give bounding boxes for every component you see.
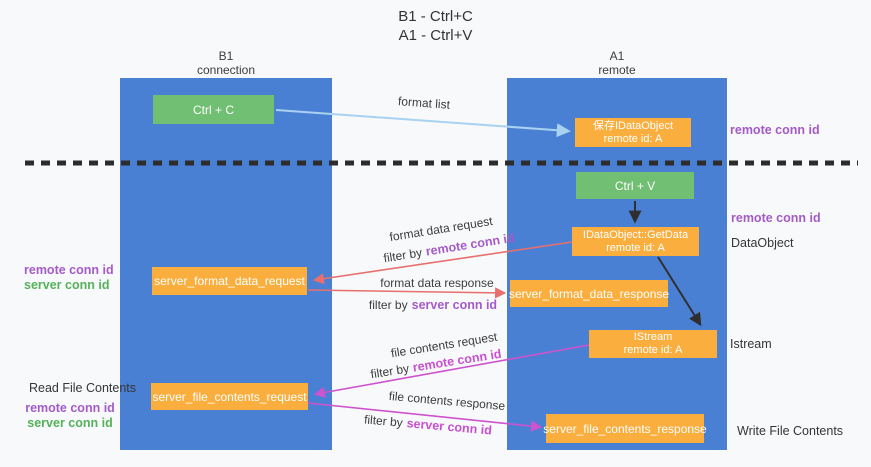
arrow-label-format-data-response: format data response bbox=[380, 276, 494, 290]
title-line-1: B1 - Ctrl+C bbox=[398, 8, 473, 25]
node-server-file-contents-request: server_file_contents_request bbox=[151, 383, 308, 410]
title-line-2: A1 - Ctrl+V bbox=[398, 27, 473, 44]
side-label-remote-conn-id-top: remote conn id bbox=[730, 123, 820, 137]
lane-header-a1: A1 remote bbox=[507, 49, 727, 77]
lane-a1-role: remote bbox=[598, 63, 636, 77]
side-label-istream: Istream bbox=[730, 337, 772, 351]
node-save-idataobject-line1: 保存IDataObject bbox=[592, 119, 674, 132]
node-server-file-contents-response-label: server_file_contents_response bbox=[543, 421, 707, 436]
node-istream: IStream remote id: A bbox=[589, 330, 717, 358]
node-ctrl-c-label: Ctrl + C bbox=[192, 102, 234, 117]
node-server-file-contents-request-label: server_file_contents_request bbox=[152, 389, 307, 404]
filter-prefix: filter by bbox=[363, 412, 404, 430]
filter-prefix: filter by bbox=[369, 361, 410, 382]
lane-header-b1: B1 connection bbox=[120, 49, 332, 77]
node-server-file-contents-response: server_file_contents_response bbox=[543, 414, 707, 443]
side-label-remote-conn-id-left: remote conn id bbox=[24, 263, 114, 277]
filter-prefix: filter by bbox=[368, 298, 408, 312]
side-label-write-file-contents: Write File Contents bbox=[737, 424, 844, 438]
lane-b1-name: B1 bbox=[218, 49, 234, 63]
arrow-label-file-contents-response: file contents response bbox=[388, 388, 506, 414]
node-idataobject-getdata-line2: remote id: A bbox=[606, 241, 665, 254]
side-label-remote-conn-id-left2: remote conn id bbox=[25, 401, 115, 415]
side-label-remote-conn-id-mid: remote conn id bbox=[731, 211, 821, 225]
node-server-format-data-response: server_format_data_response bbox=[508, 280, 670, 307]
side-label-conn-ids-format: remote conn id server conn id bbox=[24, 263, 114, 293]
side-label-dataobject: DataObject bbox=[731, 236, 794, 250]
arrow-label-format-list: format list bbox=[397, 94, 451, 112]
node-ctrl-v-label: Ctrl + V bbox=[614, 178, 656, 193]
node-idataobject-getdata-line1: IDataObject::GetData bbox=[582, 228, 689, 241]
filter-prefix: filter by bbox=[382, 245, 423, 266]
side-label-server-conn-id-left2: server conn id bbox=[27, 416, 113, 430]
node-istream-line1: IStream bbox=[633, 331, 673, 343]
filter-key-server-conn-id: server conn id bbox=[406, 416, 493, 438]
node-server-format-data-request-label: server_format_data_request bbox=[154, 274, 305, 288]
lane-b1-role: connection bbox=[196, 63, 256, 77]
side-label-server-conn-id-left: server conn id bbox=[24, 278, 110, 292]
node-save-idataobject-line2: remote id: A bbox=[603, 132, 663, 145]
node-server-format-data-response-label: server_format_data_response bbox=[508, 286, 670, 301]
node-server-format-data-request: server_format_data_request bbox=[152, 267, 307, 295]
node-istream-line2: remote id: A bbox=[623, 344, 683, 356]
node-save-idataobject: 保存IDataObject remote id: A bbox=[575, 118, 691, 147]
node-idataobject-getdata: IDataObject::GetData remote id: A bbox=[572, 227, 699, 256]
node-ctrl-c: Ctrl + C bbox=[153, 95, 274, 124]
diagram-title: B1 - Ctrl+C A1 - Ctrl+V bbox=[0, 7, 871, 45]
side-label-conn-ids-file: remote conn id server conn id bbox=[24, 401, 116, 431]
side-label-read-file-contents: Read File Contents bbox=[29, 381, 137, 395]
lane-a1-name: A1 bbox=[609, 49, 625, 63]
filter-key-server-conn-id: server conn id bbox=[411, 298, 498, 312]
arrow-format-data-response bbox=[307, 287, 507, 299]
node-ctrl-v: Ctrl + V bbox=[576, 172, 694, 199]
